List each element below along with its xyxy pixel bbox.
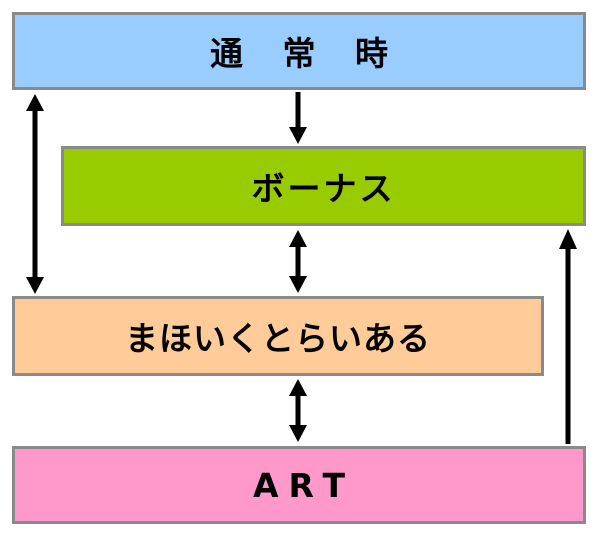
node-bonus-label: ボーナス [251,169,396,208]
node-normal-label: 通 常 時 [210,34,402,73]
node-art: ART [12,446,586,524]
edge-normal-bonus [289,92,307,144]
node-art-label: ART [253,465,355,505]
edge-normal-mahoi [26,94,44,294]
edge-art-bonus [559,229,577,444]
node-normal: 通 常 時 [12,12,586,90]
edge-bonus-mahoi [289,230,307,293]
node-mahoi: まほいくとらいある [12,296,544,376]
node-mahoi-label: まほいくとらいある [125,319,431,358]
node-bonus: ボーナス [61,146,586,226]
edge-mahoi-art [289,379,307,442]
